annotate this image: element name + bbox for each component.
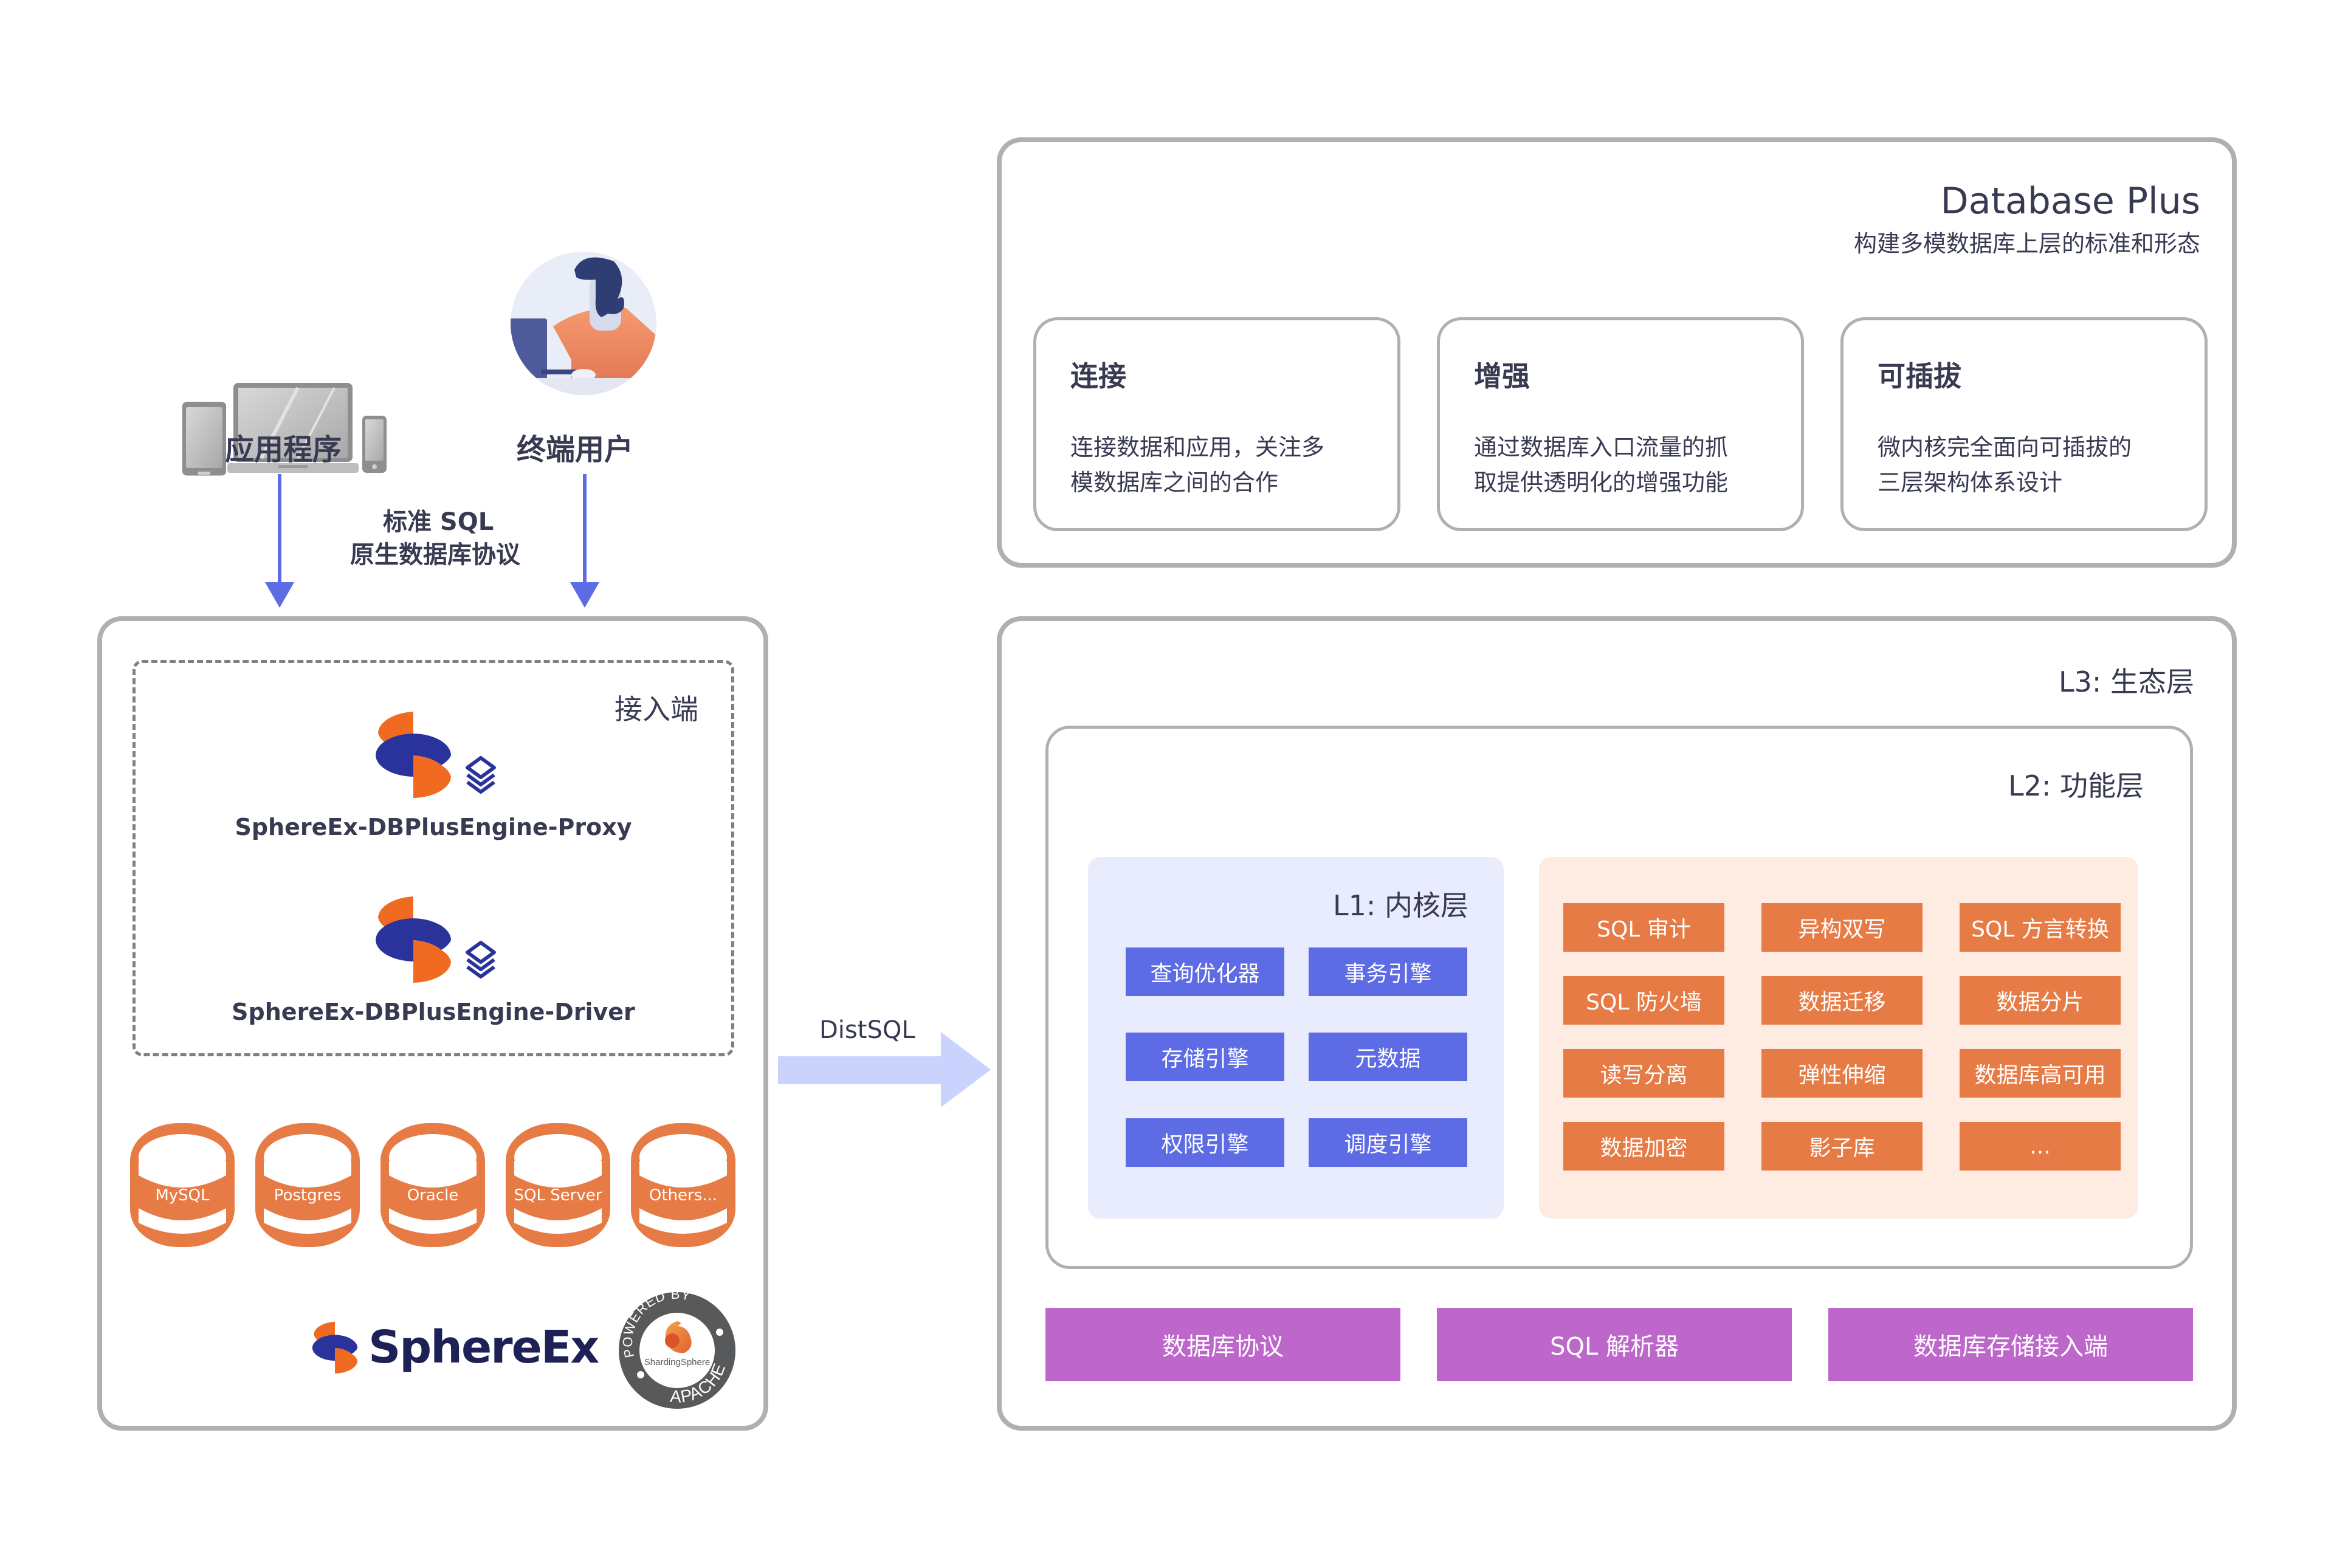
l3-title: L3: 生态层 <box>2058 665 2194 698</box>
layers-icon <box>466 756 496 794</box>
database-name: Postgres <box>274 1186 342 1205</box>
access-panel: 接入端 SphereEx-DBPlusEngine-Proxy <box>97 616 768 1431</box>
access-title: 接入端 <box>614 693 698 726</box>
database-item[interactable]: Oracle <box>380 1123 485 1247</box>
kernel-module[interactable]: 查询优化器 <box>1126 947 1284 996</box>
database-name: MySQL <box>155 1186 210 1205</box>
engine-driver[interactable]: SphereEx-DBPlusEngine-Driver <box>136 892 731 1037</box>
devices-icon <box>182 383 387 476</box>
powered-by-badge: ShardingSphere POWERED BY APACHE <box>616 1287 738 1411</box>
feature-module[interactable]: 影子库 <box>1761 1122 1923 1171</box>
database-name: Others... <box>649 1186 718 1205</box>
sphereex-logo-icon <box>376 896 451 983</box>
feature-module[interactable]: 读写分离 <box>1563 1049 1724 1098</box>
feature-card-connect[interactable]: 连接 连接数据和应用，关注多 模数据库之间的合作 <box>1033 317 1400 531</box>
feature-card-pluggable[interactable]: 可插拔 微内核完全面向可插拔的 三层架构体系设计 <box>1840 317 2208 531</box>
sphereex-brand: SphereEx <box>308 1314 599 1381</box>
l2-feature-grid: SQL 审计 异构双写 SQL 方言转换 SQL 防火墙 数据迁移 数据分片 读… <box>1539 857 2138 1219</box>
sphereex-logo-icon <box>376 712 451 798</box>
kernel-module[interactable]: 事务引擎 <box>1309 947 1467 996</box>
database-cylinder-icon <box>631 1123 735 1247</box>
ecosystem-module[interactable]: 数据库存储接入端 <box>1828 1308 2193 1381</box>
database-item[interactable]: MySQL <box>130 1123 235 1247</box>
feature-module[interactable]: SQL 方言转换 <box>1960 903 2121 952</box>
engine-proxy[interactable]: SphereEx-DBPlusEngine-Proxy <box>136 707 731 853</box>
kernel-module[interactable]: 元数据 <box>1309 1033 1467 1081</box>
database-item[interactable]: SQL Server <box>506 1123 610 1247</box>
card-desc: 微内核完全面向可插拔的 三层架构体系设计 <box>1878 430 2181 500</box>
access-endpoint-group: 接入端 SphereEx-DBPlusEngine-Proxy <box>133 660 734 1056</box>
l1-title: L1: 内核层 <box>1332 889 1468 922</box>
protocol-label-native: 原生数据库协议 <box>350 541 520 569</box>
card-title: 可插拔 <box>1878 360 1961 393</box>
database-item[interactable]: Others... <box>631 1123 735 1247</box>
card-desc-line: 连接数据和应用，关注多 <box>1070 434 1325 461</box>
distsql-label: DistSQL <box>819 1016 915 1044</box>
card-desc-line: 模数据库之间的合作 <box>1070 469 1279 496</box>
distsql-arrow <box>778 1032 991 1107</box>
card-desc-line: 通过数据库入口流量的抓 <box>1474 434 1729 461</box>
ecosystem-module[interactable]: 数据库协议 <box>1045 1308 1400 1381</box>
l2-title: L2: 功能层 <box>2008 769 2144 802</box>
card-desc-line: 取提供透明化的增强功能 <box>1474 469 1729 496</box>
card-desc-line: 微内核完全面向可插拔的 <box>1878 434 2132 461</box>
brand-name: SphereEx <box>368 1321 599 1374</box>
kernel-module[interactable]: 调度引擎 <box>1309 1118 1467 1167</box>
feature-module[interactable]: 数据加密 <box>1563 1122 1724 1171</box>
card-desc-line: 三层架构体系设计 <box>1878 469 2063 496</box>
client-label-app: 应用程序 <box>225 433 342 467</box>
feature-card-enhance[interactable]: 增强 通过数据库入口流量的抓 取提供透明化的增强功能 <box>1437 317 1804 531</box>
sphereex-logo-icon <box>312 1321 358 1374</box>
card-desc: 连接数据和应用，关注多 模数据库之间的合作 <box>1070 430 1374 500</box>
kernel-module[interactable]: 权限引擎 <box>1126 1118 1284 1167</box>
database-cylinder-icon <box>380 1123 485 1247</box>
database-plus-subtitle: 构建多模数据库上层的标准和形态 <box>1853 230 2200 257</box>
database-plus-title: Database Plus <box>1940 180 2201 222</box>
l2-feature-layer: L2: 功能层 L1: 内核层 查询优化器 事务引擎 存储引擎 元数据 权限引擎… <box>1045 726 2193 1269</box>
database-cylinder-icon <box>255 1123 360 1247</box>
feature-module[interactable]: ... <box>1960 1122 2121 1171</box>
engine-driver-name: SphereEx-DBPlusEngine-Driver <box>232 999 635 1025</box>
layers-icon <box>466 941 496 978</box>
l3-ecosystem-layer: L3: 生态层 L2: 功能层 L1: 内核层 查询优化器 事务引擎 存储引擎 … <box>997 616 2237 1431</box>
engine-proxy-name: SphereEx-DBPlusEngine-Proxy <box>235 814 632 841</box>
badge-center-text: ShardingSphere <box>644 1357 710 1367</box>
client-label-user: 终端用户 <box>517 433 634 467</box>
feature-module[interactable]: SQL 审计 <box>1563 903 1724 952</box>
card-title: 连接 <box>1070 360 1126 393</box>
card-desc: 通过数据库入口流量的抓 取提供透明化的增强功能 <box>1474 430 1778 500</box>
card-title: 增强 <box>1474 360 1530 393</box>
protocol-label-sql: 标准 SQL <box>383 508 494 536</box>
client-end-user: 终端用户 <box>498 243 681 474</box>
database-cylinder-icon <box>130 1123 235 1247</box>
kernel-module[interactable]: 存储引擎 <box>1126 1033 1284 1081</box>
database-item[interactable]: Postgres <box>255 1123 360 1247</box>
feature-module[interactable]: 数据迁移 <box>1761 976 1923 1025</box>
shardingsphere-badge-icon: ShardingSphere POWERED BY APACHE <box>619 1287 735 1409</box>
ecosystem-module[interactable]: SQL 解析器 <box>1437 1308 1792 1381</box>
feature-module[interactable]: SQL 防火墙 <box>1563 976 1724 1025</box>
database-name: Oracle <box>407 1186 459 1205</box>
arrow-user-down <box>570 474 599 608</box>
database-cylinder-icon <box>506 1123 610 1247</box>
feature-module[interactable]: 数据分片 <box>1960 976 2121 1025</box>
client-applications: 应用程序 <box>176 316 387 476</box>
arrow-app-down <box>265 474 294 608</box>
feature-module[interactable]: 弹性伸缩 <box>1761 1049 1923 1098</box>
user-avatar-icon <box>511 252 656 395</box>
feature-module[interactable]: 异构双写 <box>1761 903 1923 952</box>
l1-kernel-layer: L1: 内核层 查询优化器 事务引擎 存储引擎 元数据 权限引擎 调度引擎 <box>1088 857 1504 1219</box>
feature-module[interactable]: 数据库高可用 <box>1960 1049 2121 1098</box>
database-name: SQL Server <box>514 1186 602 1205</box>
database-plus-panel: Database Plus 构建多模数据库上层的标准和形态 连接 连接数据和应用… <box>997 137 2237 568</box>
database-list: MySQL Postgres Oracle <box>130 1123 750 1251</box>
